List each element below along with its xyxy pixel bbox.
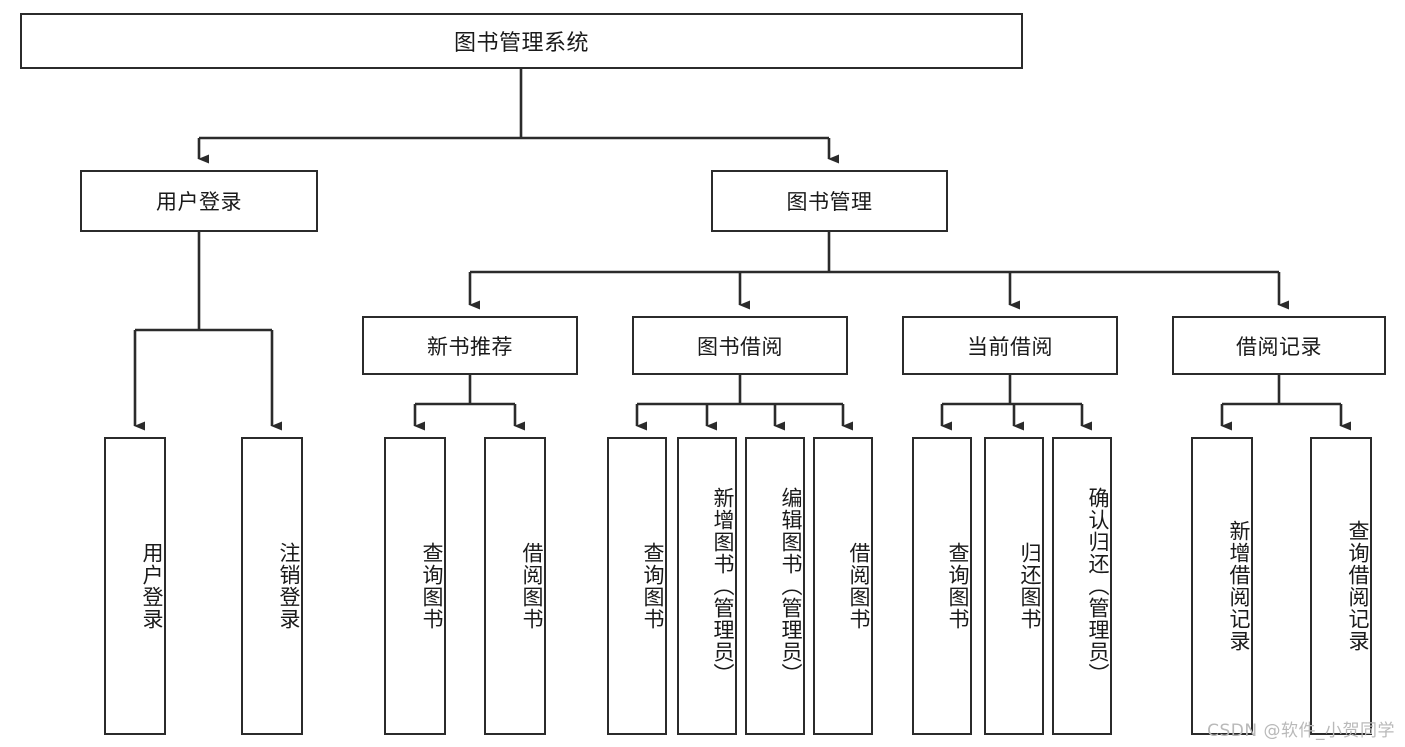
leaf-borrow-book-2[interactable]: 借阅图书 [813, 437, 873, 735]
node-label: 图书管理系统 [453, 31, 589, 56]
connector-bus [135, 232, 272, 332]
node-label: 图书管理 [786, 190, 873, 214]
watermark: CSDN @软件_小贺同学 [1207, 721, 1395, 741]
node-label: 注销登录 [277, 542, 301, 630]
node-label: 借阅记录 [1236, 334, 1322, 359]
leaf-confirm-return-admin[interactable]: 确认归还（管理员） [1052, 437, 1112, 735]
node-label: 当前借阅 [967, 334, 1053, 359]
node-label: 借阅图书 [847, 542, 871, 630]
node-root-system[interactable]: 图书管理系统 [20, 13, 1023, 69]
node-label: 查询图书 [420, 542, 444, 630]
node-label: 查询图书 [946, 542, 970, 630]
connector-bus [942, 375, 1082, 406]
node-label: 查询图书 [641, 542, 665, 630]
node-borrowing-record[interactable]: 借阅记录 [1172, 316, 1386, 375]
node-new-book-recommendation[interactable]: 新书推荐 [362, 316, 578, 375]
leaf-query-book-2[interactable]: 查询图书 [607, 437, 667, 735]
leaf-add-borrow-record[interactable]: 新增借阅记录 [1191, 437, 1253, 735]
leaf-borrow-book-1[interactable]: 借阅图书 [484, 437, 546, 735]
node-book-management[interactable]: 图书管理 [711, 170, 948, 232]
node-label: 查询借阅记录 [1346, 520, 1370, 652]
connector-bus [470, 232, 1279, 274]
node-label: 确认归还（管理员） [1086, 487, 1110, 685]
node-label: 用户登录 [140, 542, 164, 630]
leaf-return-book[interactable]: 归还图书 [984, 437, 1044, 735]
leaf-query-book-1[interactable]: 查询图书 [384, 437, 446, 735]
leaf-query-book-3[interactable]: 查询图书 [912, 437, 972, 735]
leaf-edit-book-admin[interactable]: 编辑图书（管理员） [745, 437, 805, 735]
node-label: 编辑图书（管理员） [779, 487, 803, 685]
connector-bus [199, 69, 829, 140]
node-current-borrowing[interactable]: 当前借阅 [902, 316, 1118, 375]
leaf-query-borrow-record[interactable]: 查询借阅记录 [1310, 437, 1372, 735]
leaf-add-book-admin[interactable]: 新增图书（管理员） [677, 437, 737, 735]
node-label: 用户登录 [156, 190, 242, 214]
connector-bus [415, 375, 515, 406]
node-book-borrowing[interactable]: 图书借阅 [632, 316, 848, 375]
node-label: 图书借阅 [697, 334, 783, 359]
node-label: 新增图书（管理员） [711, 487, 735, 685]
node-label: 新书推荐 [427, 334, 513, 359]
connector-bus [637, 375, 843, 406]
node-user-login[interactable]: 用户登录 [80, 170, 318, 232]
node-label: 新增借阅记录 [1227, 520, 1251, 652]
node-label: 借阅图书 [520, 542, 544, 630]
leaf-user-login[interactable]: 用户登录 [104, 437, 166, 735]
node-label: 归还图书 [1018, 542, 1042, 630]
leaf-logout[interactable]: 注销登录 [241, 437, 303, 735]
connector-bus [1222, 375, 1341, 406]
